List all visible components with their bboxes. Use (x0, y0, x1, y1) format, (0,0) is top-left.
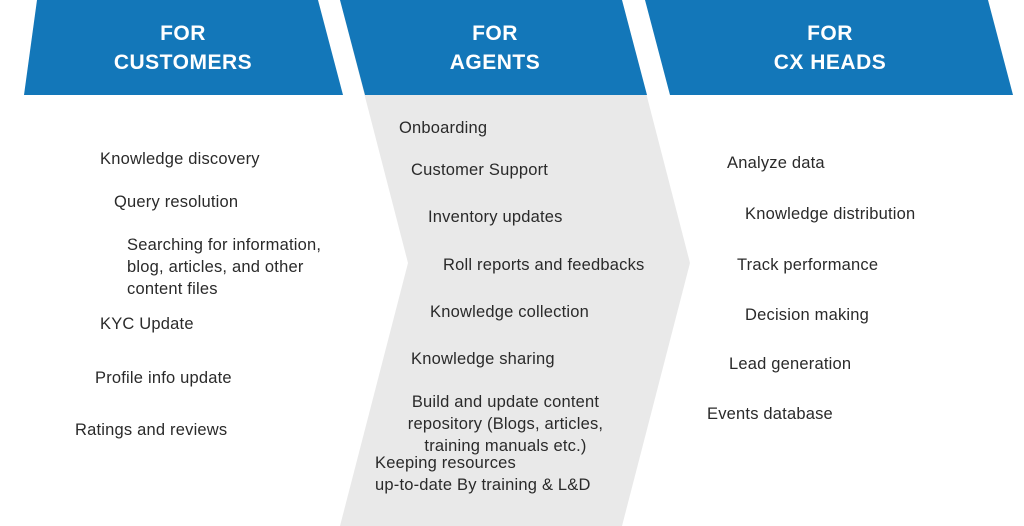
list-item: Build and update content repository (Blo… (407, 393, 604, 455)
list-item: Searching for information, blog, article… (127, 236, 322, 298)
header-customers-line2: CUSTOMERS (113, 50, 253, 74)
list-item: Query resolution (114, 193, 239, 211)
header-agents: FOR AGENTS (340, 0, 647, 95)
header-agents-line1: FOR (472, 21, 518, 45)
list-item: Ratings and reviews (75, 421, 228, 439)
list-item: Events database (707, 405, 833, 423)
list-item: Knowledge sharing (411, 350, 555, 368)
list-item: Decision making (745, 306, 870, 324)
list-item: Knowledge distribution (745, 205, 916, 223)
list-item: Knowledge collection (430, 303, 590, 321)
header-cx-heads: FOR CX HEADS (645, 0, 1013, 95)
list-item: Track performance (737, 256, 879, 274)
list-item: KYC Update (100, 315, 194, 333)
header-agents-line2: AGENTS (449, 50, 541, 74)
list-item: Inventory updates (428, 208, 563, 226)
header-cx-heads-line1: FOR (807, 21, 853, 45)
list-item: Analyze data (727, 154, 825, 172)
list-item: Keeping resources up-to-date By training… (375, 454, 591, 494)
header-customers-line1: FOR (160, 21, 206, 45)
list-item: Lead generation (729, 355, 852, 373)
list-item: Onboarding (399, 119, 488, 137)
list-item: Profile info update (95, 369, 232, 387)
header-customers: FOR CUSTOMERS (24, 0, 343, 95)
list-item: Knowledge discovery (100, 150, 260, 168)
list-item: Roll reports and feedbacks (443, 256, 645, 274)
list-item: Customer Support (411, 161, 549, 179)
header-cx-heads-line2: CX HEADS (773, 50, 887, 74)
